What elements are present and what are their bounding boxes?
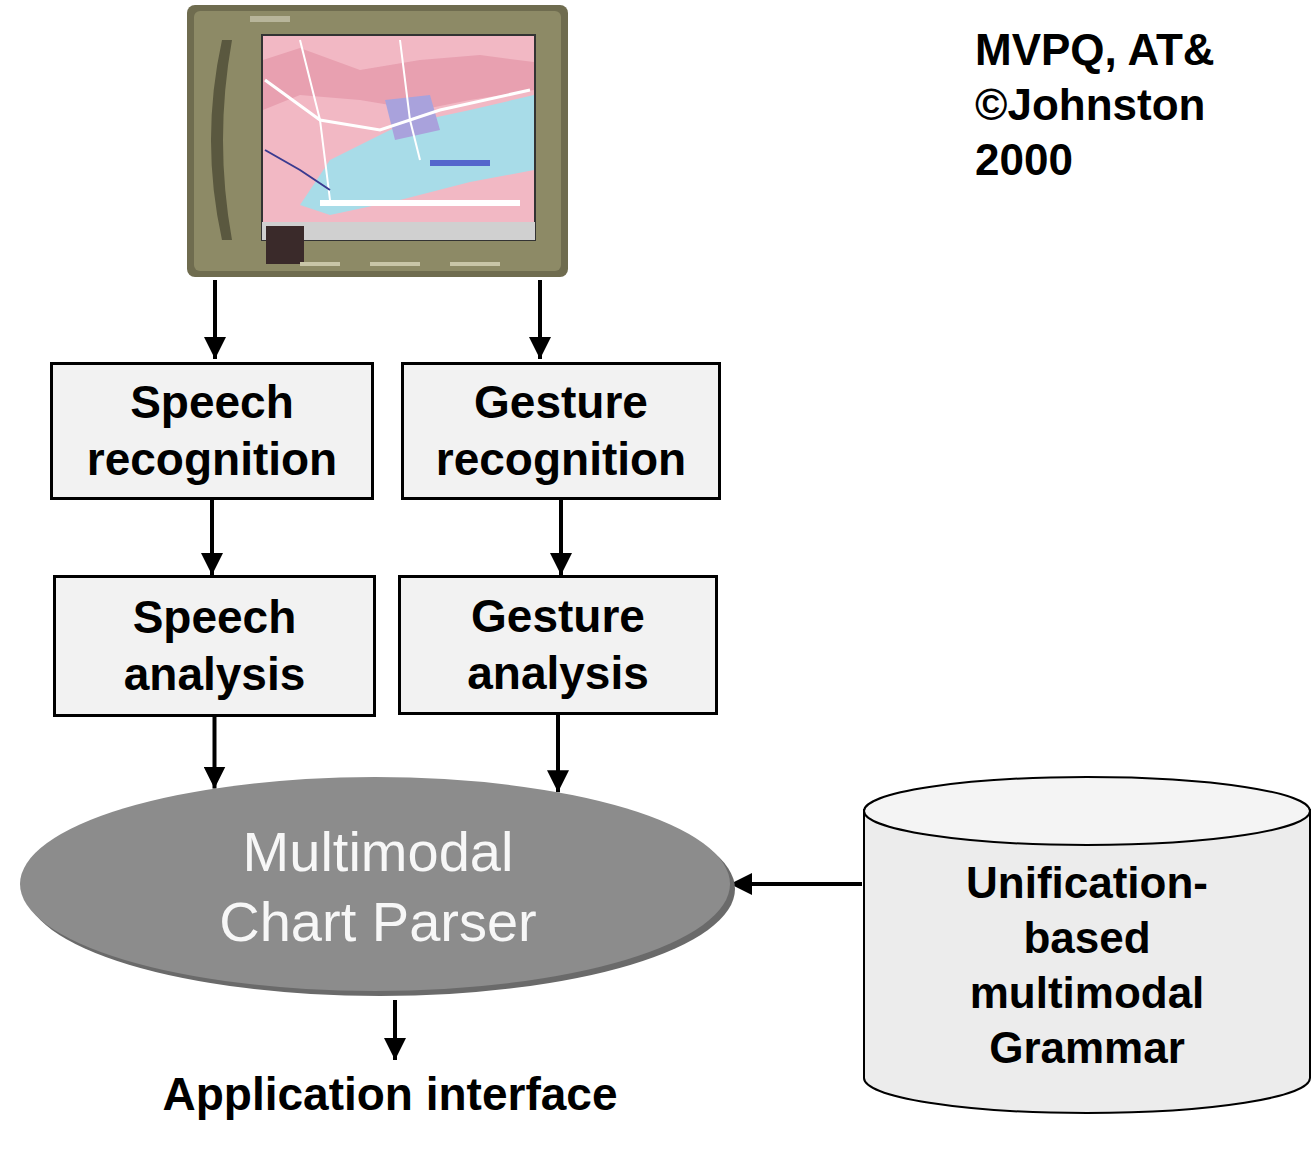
cylinder-top — [864, 777, 1310, 845]
tablet-button — [300, 262, 340, 266]
tablet-device — [187, 5, 568, 277]
process-box: Speech analysis — [53, 575, 376, 717]
map-water — [300, 95, 534, 215]
tablet-frame — [194, 11, 561, 271]
ellipse-body — [20, 777, 730, 991]
tablet-grip — [211, 40, 232, 240]
video-inset — [266, 226, 304, 264]
tablet-brand — [250, 16, 290, 22]
flow-arrow — [730, 882, 862, 886]
map-road — [265, 80, 530, 130]
flow-arrow — [559, 500, 563, 575]
tablet-button — [450, 262, 500, 266]
input-arrow — [538, 280, 542, 359]
credit-note: MVPQ, AT& ©Johnston 2000 — [975, 22, 1237, 187]
screen-input-field — [320, 200, 520, 206]
process-box: Speech recognition — [50, 362, 374, 500]
node-text: Gesture recognition — [416, 374, 706, 489]
tablet-button — [370, 262, 420, 266]
node-text: Gesture analysis — [413, 588, 703, 703]
map-road — [400, 40, 420, 160]
output-label: Application interface — [40, 1066, 740, 1124]
cylinder-body — [864, 810, 1310, 1113]
node-text: Multimodal Chart Parser — [178, 817, 578, 957]
map-screen — [262, 35, 535, 240]
process-box: Gesture analysis — [398, 575, 718, 715]
map-marker — [430, 160, 490, 166]
grammar-cylinder: Unification-based multimodal Grammar — [862, 775, 1312, 1115]
node-text: Speech analysis — [70, 589, 360, 704]
map-road — [300, 40, 330, 200]
node-text: Speech recognition — [67, 374, 357, 489]
parser-ellipse: Multimodal Chart Parser — [15, 772, 741, 1002]
node-text: Unification-based multimodal Grammar — [956, 855, 1218, 1075]
tablet-bezel — [187, 5, 568, 277]
input-arrow — [213, 280, 217, 359]
flow-arrow — [556, 715, 560, 792]
process-box: Gesture recognition — [401, 362, 721, 500]
flow-arrow — [210, 500, 214, 575]
map-route — [265, 150, 330, 190]
output-arrow — [393, 1000, 397, 1060]
ellipse-outline — [15, 772, 741, 1002]
flow-arrow — [213, 717, 217, 789]
